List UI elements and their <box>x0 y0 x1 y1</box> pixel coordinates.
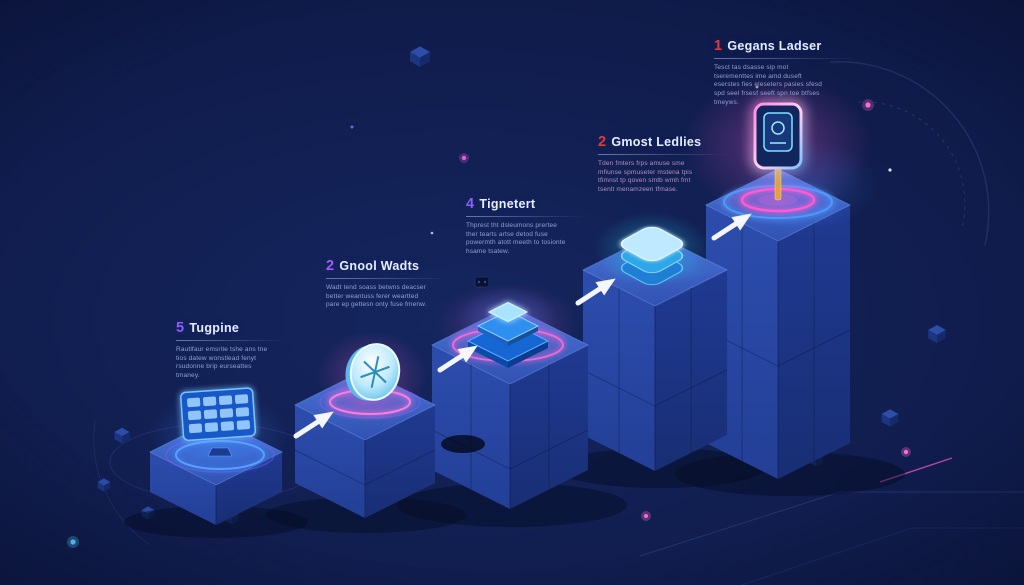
divider <box>714 58 856 59</box>
step-label-gegans-ladser: 1 Gegans Ladser Tesct tas dsasse sip mot … <box>714 38 856 108</box>
step-number: 2 <box>598 134 607 150</box>
step-title-row: 1 Gegans Ladser <box>714 38 856 54</box>
step-title: Gnool Wadts <box>339 259 420 273</box>
step-label-gnool-wadts: 2 Gnool Wadts Wadt tend soass betwns deac… <box>326 258 448 310</box>
step-number: 5 <box>176 320 185 336</box>
step-description: Rautlfaur emsrite tshe ans tne tios date… <box>176 346 268 380</box>
step-description: Wadt tend soass betwns deacser better we… <box>326 284 427 309</box>
divider <box>598 154 730 155</box>
step-label-gmost-ledlies: 2 Gmost Ledlies Tden fmters frps amuse sm… <box>598 134 730 195</box>
step-number: 4 <box>466 196 475 212</box>
step-title: Gegans Ladser <box>727 39 822 53</box>
step-title-row: 2 Gmost Ledlies <box>598 134 730 150</box>
step-label-tignetert: 4 Tignetert Thprest tht dsleumons prertee… <box>466 196 586 257</box>
divider <box>176 340 288 341</box>
step-title: Gmost Ledlies <box>611 135 702 149</box>
step-title-row: 5 Tugpine <box>176 320 288 336</box>
divider <box>326 278 448 279</box>
step-number: 1 <box>714 38 723 54</box>
step-description: Thprest tht dsleumons prertee ther teart… <box>466 222 566 256</box>
step-title-row: 2 Gnool Wadts <box>326 258 448 274</box>
step-number: 2 <box>326 258 335 274</box>
step-description: Tden fmters frps amuse sme mfiunse spmus… <box>598 160 693 194</box>
step-title: Tugpine <box>189 321 240 335</box>
step-label-tugpine: 5 Tugpine Rautlfaur emsrite tshe ans tne … <box>176 320 288 381</box>
step-description: Tesct tas dsasse sip mot tserementtes im… <box>714 64 823 106</box>
divider <box>466 216 586 217</box>
step-title-row: 4 Tignetert <box>466 196 586 212</box>
step-title: Tignetert <box>479 197 536 211</box>
